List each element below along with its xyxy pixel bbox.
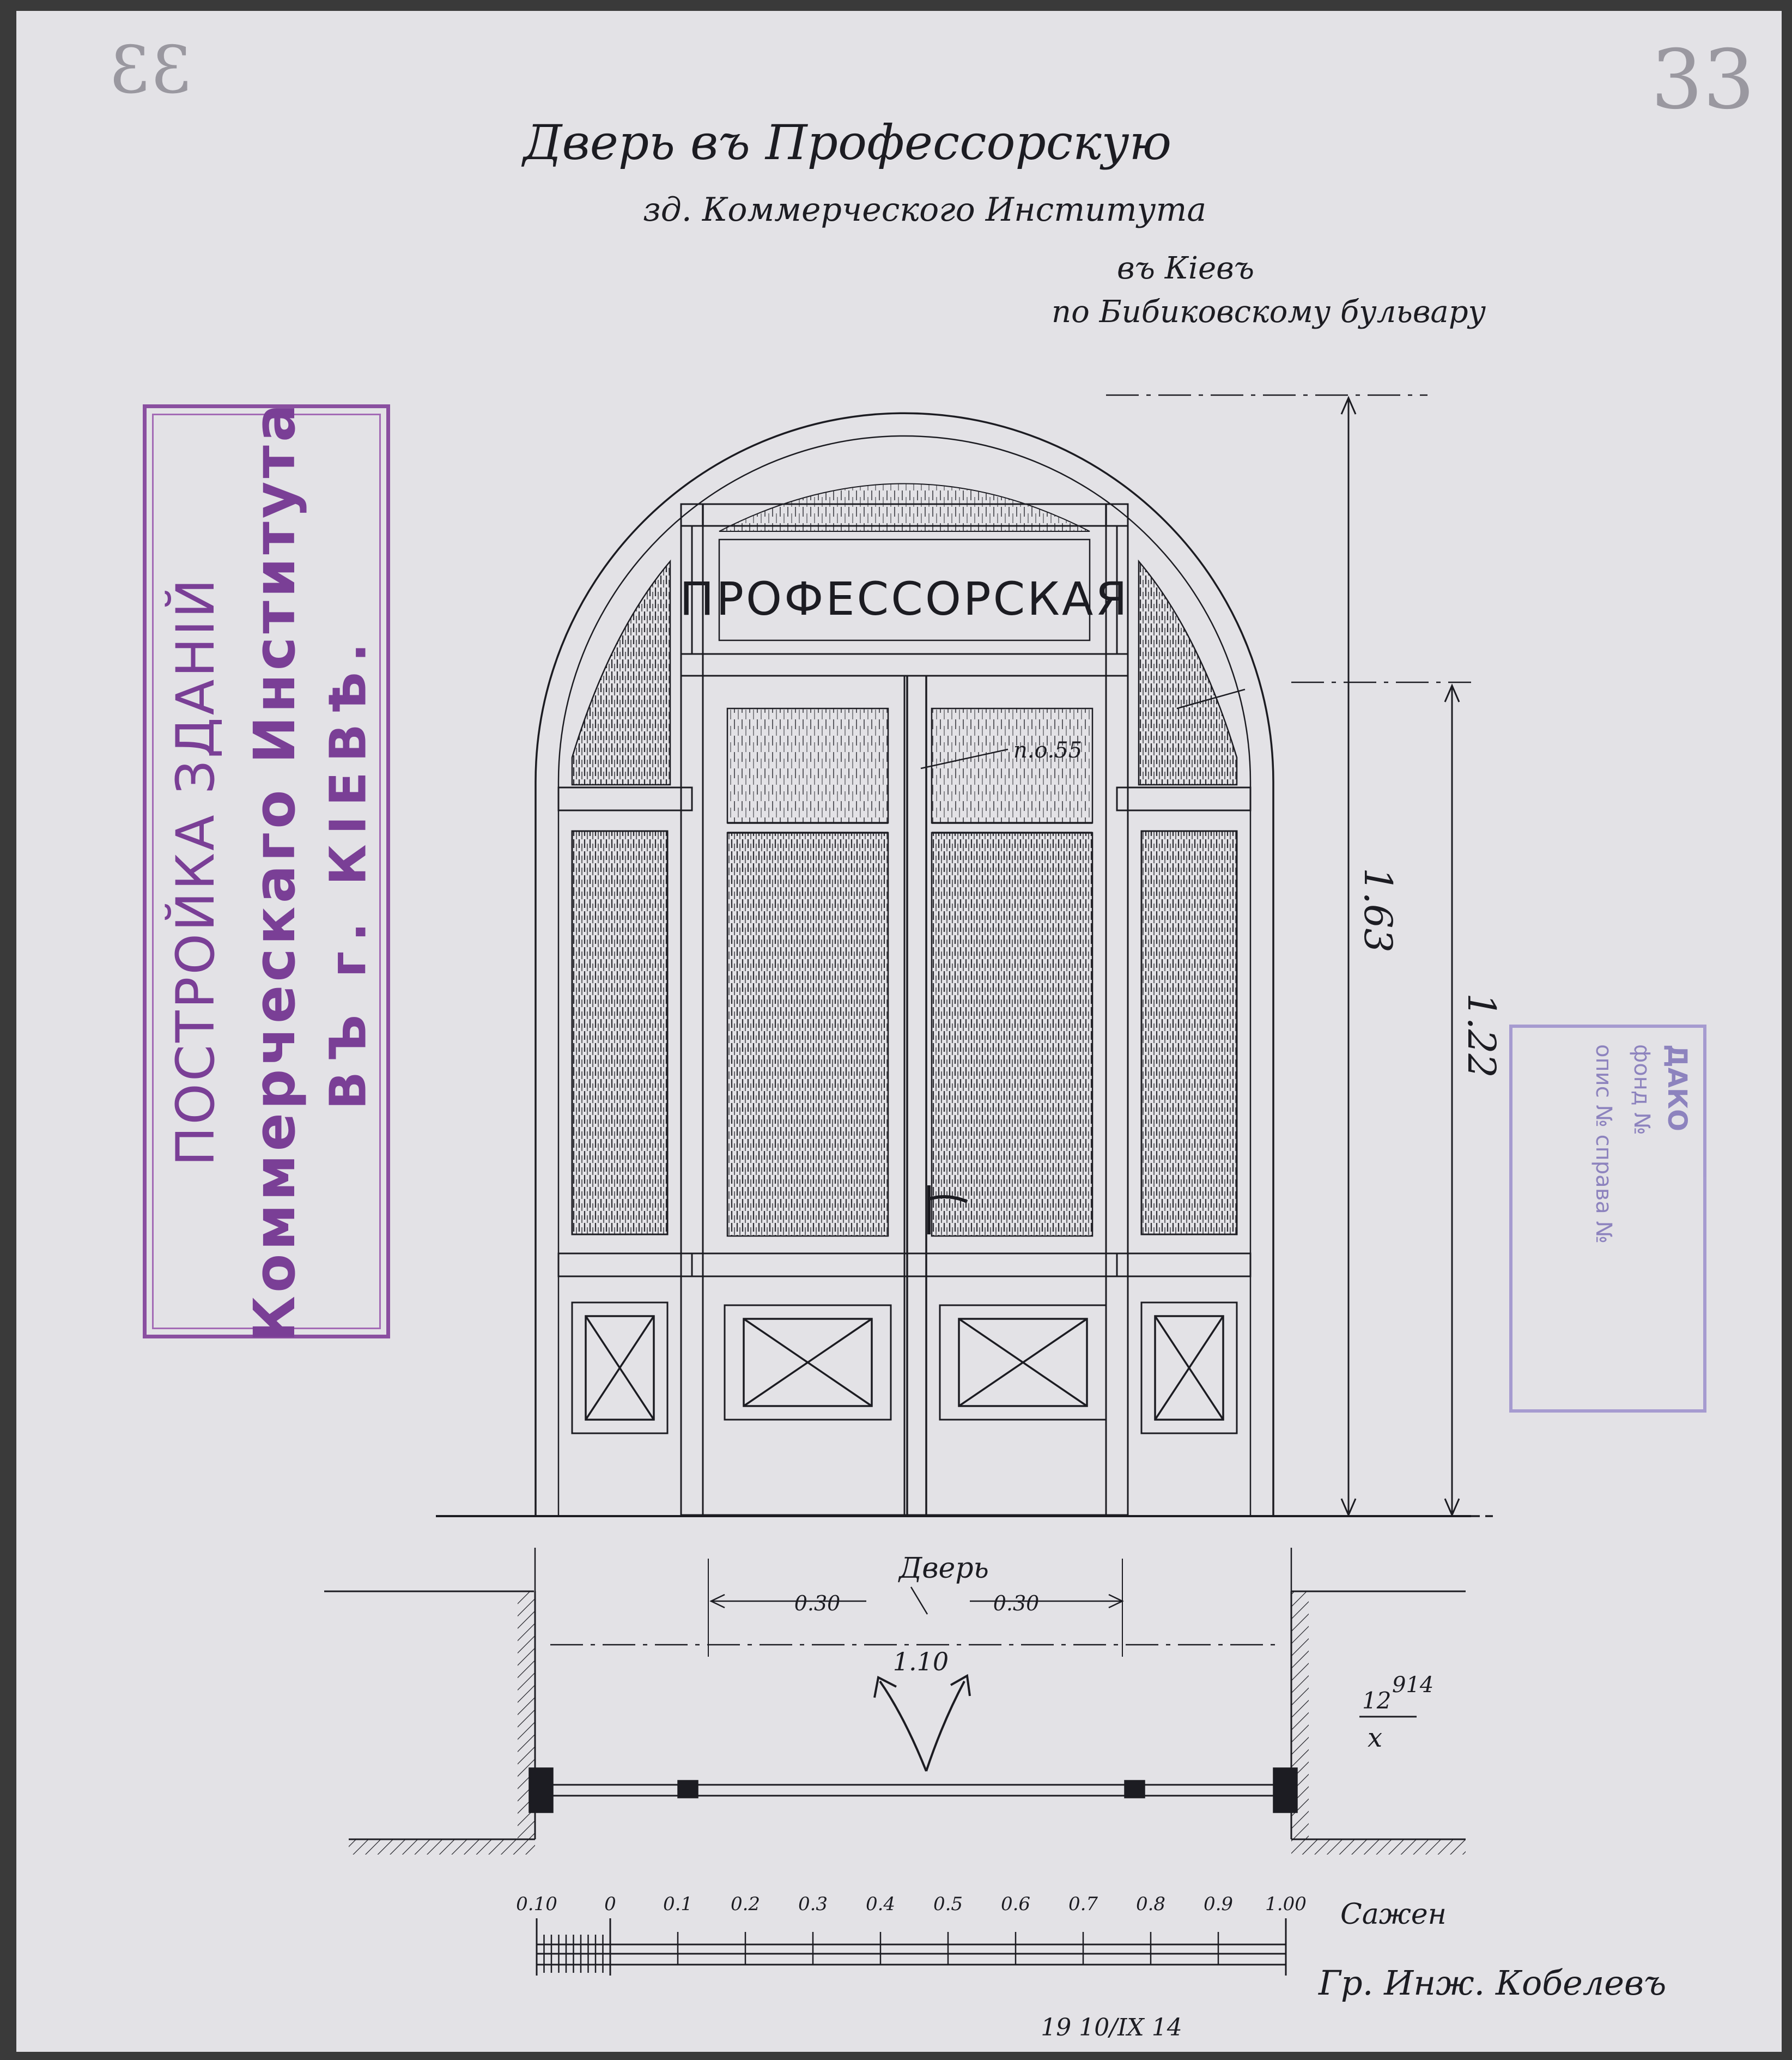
- scale-label: 0.9: [1204, 1893, 1233, 1915]
- dim-door-label: Дверь: [898, 1552, 989, 1585]
- dim-panel-note: п.о.55: [1013, 738, 1082, 763]
- scale-label: 0.5: [933, 1893, 963, 1915]
- upper-left-glass: [571, 559, 671, 786]
- scale-label: 0.10: [516, 1893, 557, 1915]
- dim-opening-width: 1.10: [893, 1647, 949, 1676]
- dim-leaf-left: 0.30: [794, 1591, 841, 1615]
- dim-height-total: 1.63: [1356, 868, 1400, 953]
- fan-glass: [719, 483, 1090, 532]
- right-leaf-glass: [931, 832, 1094, 1237]
- title-line-1: Дверь въ Профессорскую: [523, 114, 1172, 171]
- scale-label: 0.4: [866, 1893, 895, 1915]
- scale-label: 0.1: [663, 1893, 692, 1915]
- note-fraction-den: x: [1368, 1723, 1382, 1753]
- archive-stamp: ДАКО фонд № опис № справа №: [1509, 1025, 1706, 1413]
- title-line-3: въ Кiевъ: [1117, 251, 1255, 286]
- dim-leaf-right: 0.30: [993, 1591, 1040, 1615]
- left-leaf-glass: [726, 832, 889, 1237]
- date-note: 19 10/IX 14: [1041, 2014, 1182, 2041]
- right-sidelight-glass: [1140, 830, 1238, 1235]
- scale-label: 0.7: [1068, 1893, 1098, 1915]
- note-fraction-num: 12: [1362, 1687, 1391, 1714]
- scale-unit: Сажен: [1340, 1898, 1447, 1931]
- dim-height-door: 1.22: [1459, 993, 1504, 1078]
- upper-right-glass: [1138, 559, 1238, 786]
- scale-label: 0.8: [1136, 1893, 1165, 1915]
- door-handle-icon: [927, 1185, 968, 1234]
- scale-label: 1.00: [1265, 1893, 1307, 1915]
- construction-stamp: ПОСТРОЙКА ЗДАНІЙ Коммерческаго Института…: [143, 401, 390, 1342]
- scale-label: 0.2: [731, 1893, 760, 1915]
- signature: Гр. Инж. Кобелевъ: [1318, 1963, 1666, 2003]
- sheet-number-right: 33: [1651, 33, 1755, 128]
- title-line-2: зд. Коммерческого Института: [643, 191, 1207, 229]
- left-sidelight-glass: [571, 830, 669, 1235]
- scale-label: 0.3: [798, 1893, 828, 1915]
- scale-label: 0.6: [1001, 1893, 1030, 1915]
- sign-text: ПРОФЕССОРСКАЯ: [679, 572, 1129, 626]
- note-fraction-sup: 914: [1392, 1673, 1433, 1698]
- title-line-4: по Бибиковскому бульвару: [1052, 294, 1486, 330]
- scale-label: 0: [604, 1893, 616, 1915]
